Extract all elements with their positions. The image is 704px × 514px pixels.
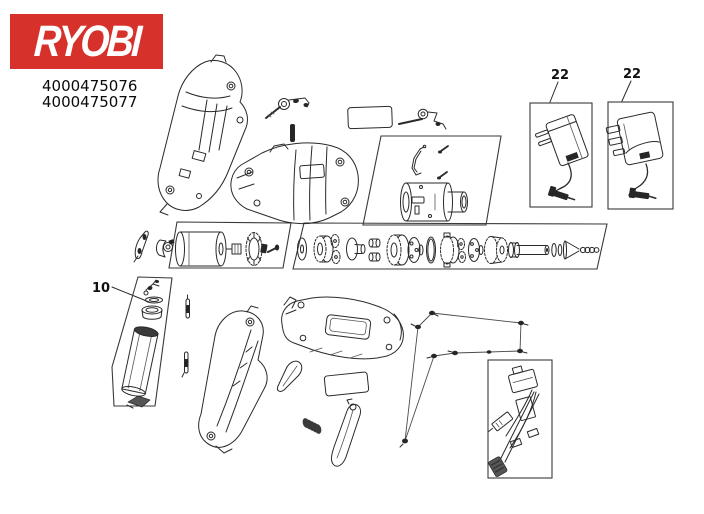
blank-label-plate-top [347,105,393,130]
motor-group-box [168,221,292,269]
callout-charger-euro: 22 [549,68,569,103]
contact-strip-1 [185,294,190,319]
contact-strip-2 [181,351,189,378]
trigger-lock-clip [330,398,361,467]
part-number-1: 4000475076 [42,77,138,95]
reverse-lever [133,230,149,263]
gearbox-housing [400,182,468,222]
blank-label-plate-bottom [323,371,370,397]
battery-group-box [111,276,173,407]
callout-22a-leader [549,81,559,103]
assembled-driver-body [281,296,404,360]
housing-half-interior [157,54,248,216]
charger-euro-plug [535,114,589,201]
switch-lever-assembly [398,108,447,130]
screws [399,310,529,448]
motor [175,231,233,267]
switch-group-box [487,359,553,479]
gear-train [297,232,600,268]
charger-uk-plug [605,111,664,200]
motor-pinion [231,243,242,255]
part-number-2: 4000475077 [42,92,138,111]
callout-battery: 10 [92,281,150,303]
switch-wiring-assembly [488,365,540,477]
spring-clip [411,144,427,176]
part-numbers: 4000475076 4000475077 [42,77,138,111]
battery-washer [145,296,163,304]
battery-cell [121,326,159,397]
fan-plate-gear [245,232,268,266]
selector-screw-assembly [265,97,310,119]
compression-spring [302,418,322,434]
housing-half-rear [230,142,359,225]
motor-mount [156,239,175,258]
callout-10-label: 10 [92,281,110,296]
charger-uk-box [607,101,674,210]
trim-piece [277,360,303,392]
callout-charger-uk: 22 [621,67,641,102]
pin-part [290,124,295,142]
gearhousing-group-box [362,135,502,226]
ryobi-logo: RYOBI [10,14,163,69]
callout-22b-label: 22 [623,67,641,82]
housing-screws [437,145,449,180]
housing-half-exterior [198,305,268,454]
callout-22a-label: 22 [551,68,569,83]
battery-contact-bottom [126,395,151,409]
motor-screw [267,244,280,253]
callout-10-leader [111,286,150,303]
battery-cap [141,305,163,320]
geartrain-group-box [292,222,608,270]
battery-terminal-top [143,279,160,296]
callout-22b-leader [621,80,632,102]
screw-layout [399,310,529,448]
charger-euro-box [529,102,593,208]
